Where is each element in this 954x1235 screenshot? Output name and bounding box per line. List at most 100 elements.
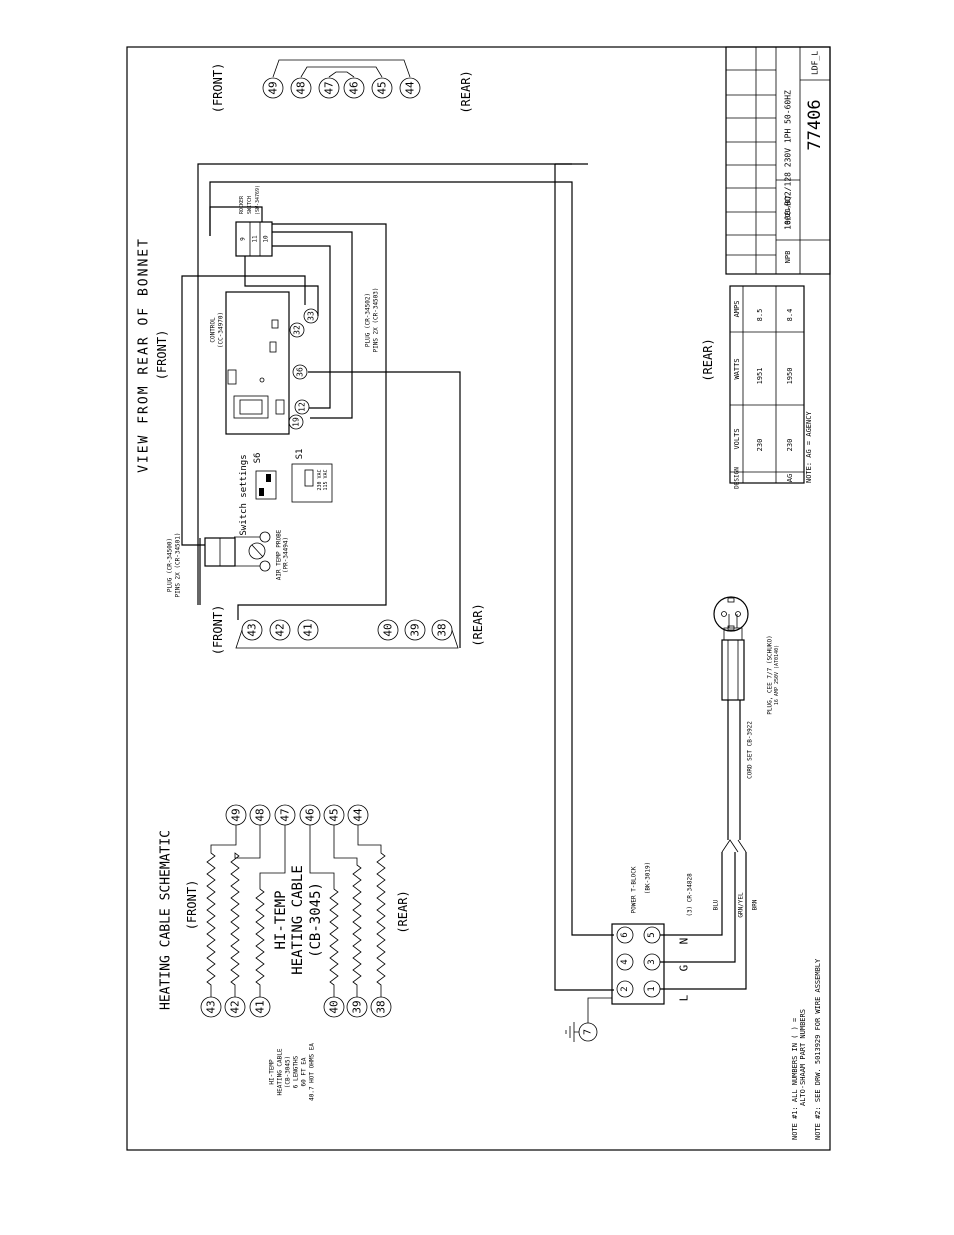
jumpers-label: (3) CR-34828 xyxy=(687,873,694,917)
bonnet-top-rear: (REAR) xyxy=(459,70,473,113)
row1-amps: 8.5 xyxy=(756,309,764,322)
bonnet-view: VIEW FROM REAR OF BONNET (FRONT) (FRONT)… xyxy=(137,59,614,936)
heating-front-label: (FRONT) xyxy=(185,880,199,931)
svg-text:41: 41 xyxy=(254,1000,267,1013)
heat-terminal-49: 49 xyxy=(225,804,247,826)
svg-text:6: 6 xyxy=(620,932,630,937)
drawn-by-text: NPB xyxy=(784,251,792,264)
letter-l: L xyxy=(678,994,691,1001)
tblock-terminal-6: 6 xyxy=(616,926,634,944)
spec-rear-label: (REAR) xyxy=(701,338,715,381)
svg-text:10: 10 xyxy=(263,235,270,243)
svg-text:16 AMP 250V (AT0140): 16 AMP 250V (AT0140) xyxy=(774,645,780,705)
svg-text:11: 11 xyxy=(252,235,259,243)
svg-text:2: 2 xyxy=(620,986,630,991)
lower-terminal-41: 41 xyxy=(297,619,319,641)
heat-terminal-47: 47 xyxy=(274,804,296,826)
svg-text:(CB-3045): (CB-3045) xyxy=(285,1056,292,1089)
svg-text:46: 46 xyxy=(348,81,361,94)
svg-text:5: 5 xyxy=(647,932,657,937)
top-terminal-49: 49 xyxy=(262,77,284,99)
svg-text:36: 36 xyxy=(296,367,305,377)
row1-volts: 230 xyxy=(756,439,764,452)
letter-n: N xyxy=(678,938,691,945)
wire-grn-yel: GRN/YEL xyxy=(738,892,745,918)
svg-text:40.7 HOT OHMS EA: 40.7 HOT OHMS EA xyxy=(309,1043,316,1101)
svg-text:41: 41 xyxy=(302,623,315,636)
tblock-label: POWER T-BLOCK xyxy=(631,866,638,913)
svg-text:44: 44 xyxy=(404,81,417,95)
bonnet-lower-front: (FRONT) xyxy=(211,605,225,656)
notes: NOTE #1: ALL NUMBERS IN ( ) = ALTO-SHAAM… xyxy=(791,958,822,1140)
svg-text:47: 47 xyxy=(323,81,336,94)
top-terminal-44: 44 xyxy=(399,77,421,99)
bonnet-title: VIEW FROM REAR OF BONNET xyxy=(137,237,152,473)
header-design: DESIGN xyxy=(734,467,741,489)
s1-voltage-switch xyxy=(291,463,333,503)
control-pin-36: 36 xyxy=(292,364,308,380)
svg-text:115 VAC: 115 VAC xyxy=(323,469,329,490)
svg-text:39: 39 xyxy=(409,623,422,636)
tblock-terminal-2: 2 xyxy=(616,980,634,998)
date-text: 6/21/07 xyxy=(784,195,792,225)
ground-terminal-7: 7 xyxy=(578,1022,598,1042)
svg-text:3: 3 xyxy=(647,959,657,964)
power-t-block xyxy=(611,923,665,1005)
top-terminal-45: 45 xyxy=(371,77,393,99)
control-pin-33: 33 xyxy=(303,308,319,324)
top-terminal-48: 48 xyxy=(290,77,312,99)
model-text: 1000-BQ2/128 230V 1PH 50-60HZ xyxy=(784,90,793,230)
svg-text:43: 43 xyxy=(205,1000,218,1013)
control-pin-19: 19 xyxy=(288,414,304,430)
schuko-plug xyxy=(721,639,745,701)
tblock-terminal-1: 1 xyxy=(643,980,661,998)
svg-text:(BK-3019): (BK-3019) xyxy=(645,862,652,895)
tblock-terminal-5: 5 xyxy=(643,926,661,944)
cord-label: CORD SET CB-3922 xyxy=(747,721,754,779)
svg-text:44: 44 xyxy=(352,808,365,822)
svg-text:HEATING CABLE: HEATING CABLE xyxy=(290,865,306,975)
svg-text:12: 12 xyxy=(298,402,307,412)
row2-amps: 8.4 xyxy=(786,309,794,322)
svg-text:42: 42 xyxy=(274,623,287,636)
header-watts: WATTS xyxy=(733,358,741,379)
top-terminal-46: 46 xyxy=(343,77,365,99)
svg-text:46: 46 xyxy=(304,808,317,821)
heating-cable-label: HI-TEMP xyxy=(273,890,289,949)
heat-terminal-39: 39 xyxy=(346,996,368,1018)
air-temp-probe xyxy=(248,542,266,560)
bonnet-lower-rear: (REAR) xyxy=(471,603,485,646)
svg-text:7: 7 xyxy=(583,1029,594,1035)
svg-text:40: 40 xyxy=(382,623,395,636)
row2-design: AG xyxy=(786,474,794,482)
heat-terminal-45: 45 xyxy=(323,804,345,826)
tblock-terminal-3: 3 xyxy=(643,953,661,971)
s1-label: S1 xyxy=(295,449,305,460)
lower-terminal-38: 38 xyxy=(431,619,453,641)
rocker-switch xyxy=(235,221,273,257)
svg-text:(SW-34769): (SW-34769) xyxy=(255,185,261,215)
power-section: 6 4 2 5 3 1 POWER T-BLOCK (BK-3019) (3) … xyxy=(554,163,780,1042)
heating-rear-label: (REAR) xyxy=(396,890,410,933)
wire-brn: BRN xyxy=(752,899,759,910)
svg-text:40: 40 xyxy=(328,1000,341,1013)
svg-text:HEATING CABLE: HEATING CABLE xyxy=(277,1048,284,1095)
svg-text:38: 38 xyxy=(436,623,449,636)
svg-text:6 LENGTHS: 6 LENGTHS xyxy=(293,1055,300,1088)
svg-text:39: 39 xyxy=(351,1000,364,1013)
heat-terminal-46: 46 xyxy=(299,804,321,826)
lower-terminal-40: 40 xyxy=(377,619,399,641)
svg-text:1: 1 xyxy=(647,986,657,991)
agency-note: NOTE: AG = AGENCY xyxy=(805,411,813,483)
letter-g: G xyxy=(678,965,691,972)
svg-text:9: 9 xyxy=(240,237,247,241)
control-pin-32: 32 xyxy=(289,322,305,338)
tblock-terminal-4: 4 xyxy=(616,953,634,971)
plug-right-label: PLUG (CR-34502) xyxy=(365,293,372,347)
svg-text:60 FT EA: 60 FT EA xyxy=(301,1057,308,1086)
switch-settings-label: Switch settings xyxy=(239,454,249,535)
spec-line-1: HI-TEMP xyxy=(269,1059,276,1085)
svg-text:SWITCH: SWITCH xyxy=(247,196,253,214)
heat-terminal-41: 41 xyxy=(249,996,271,1018)
wire-blu: BLU xyxy=(713,899,720,910)
